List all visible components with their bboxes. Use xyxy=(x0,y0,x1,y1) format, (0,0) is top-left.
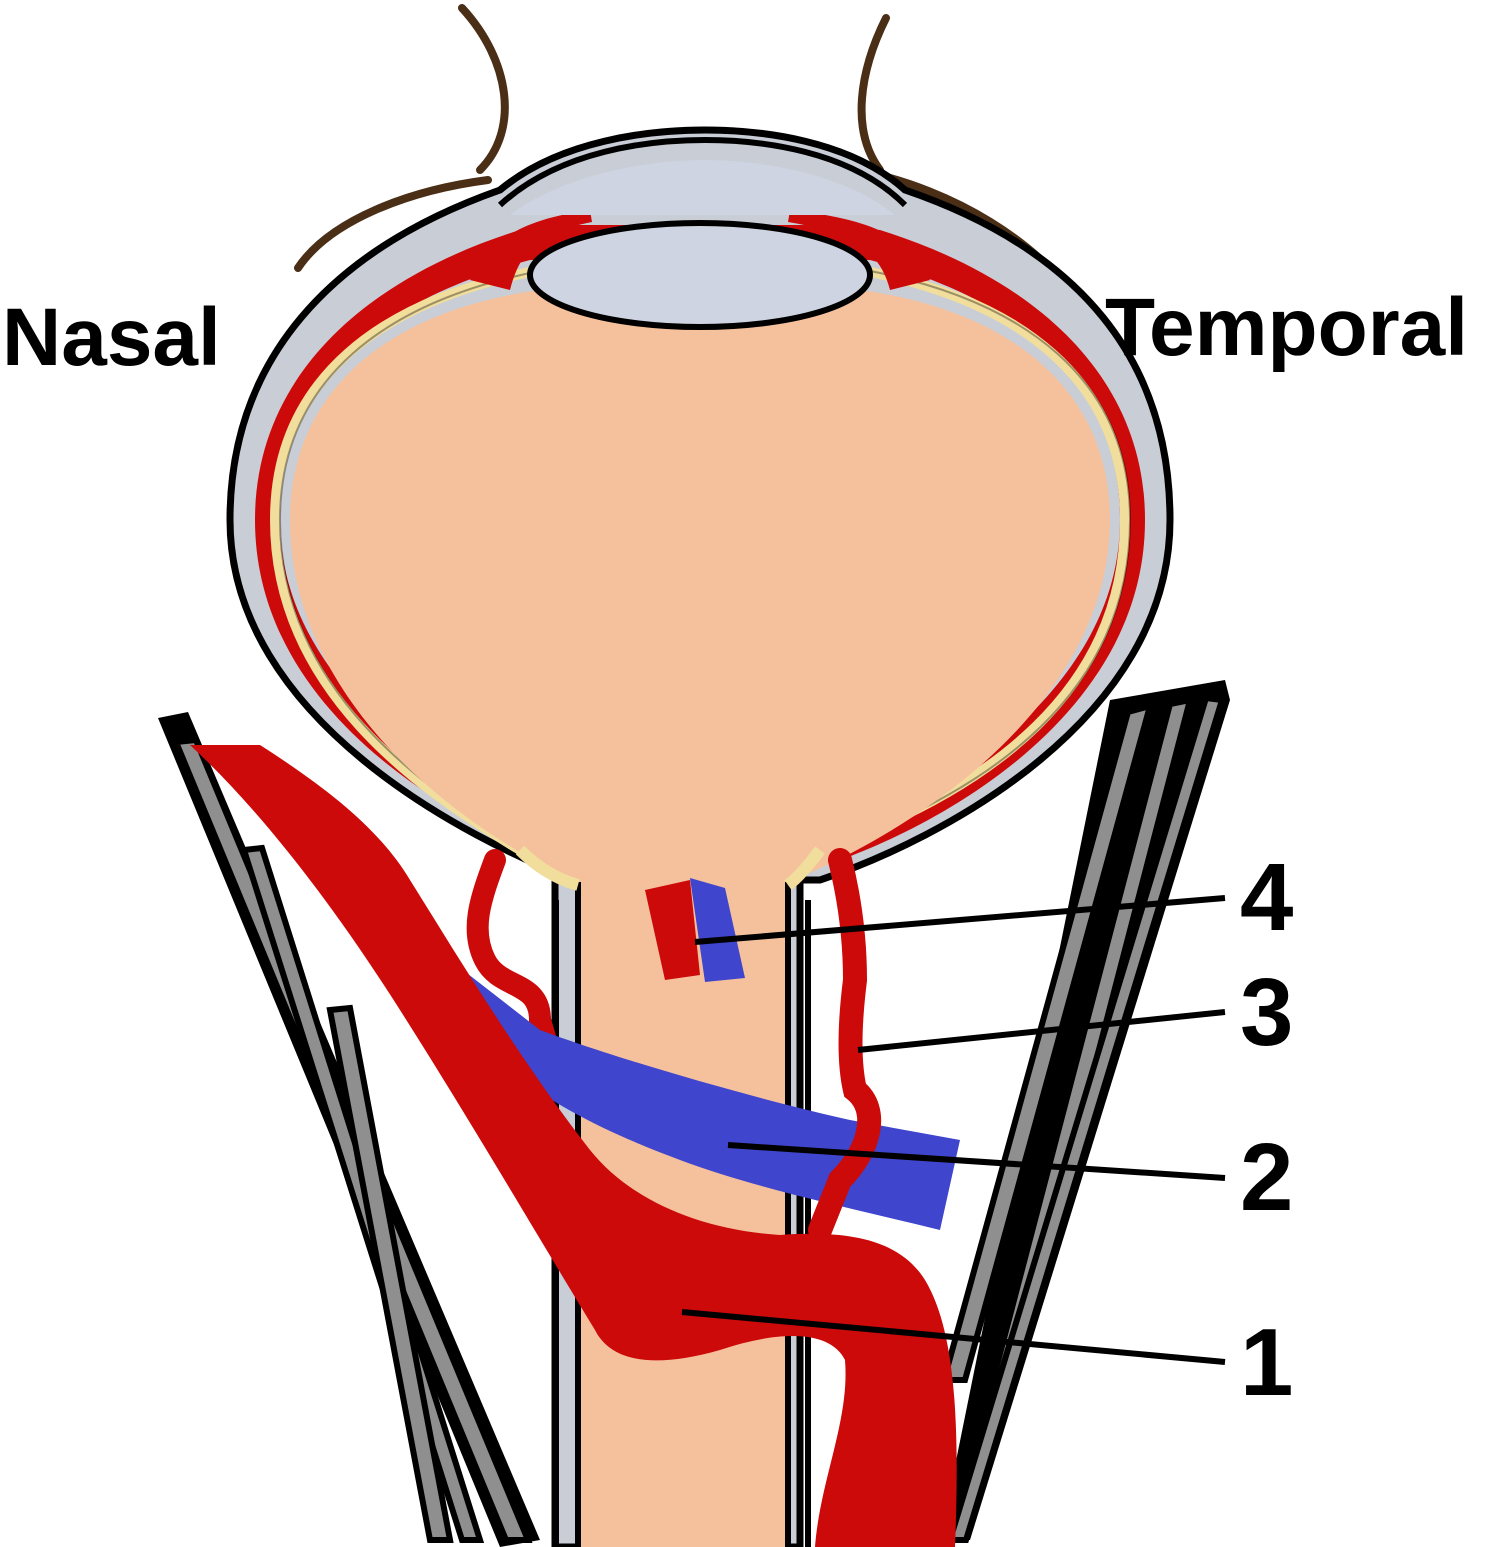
temporal-rectus-muscle xyxy=(940,680,1230,1540)
callout-number-2: 2 xyxy=(1240,1124,1293,1231)
callout-number-1: 1 xyxy=(1240,1309,1293,1416)
lens xyxy=(530,223,870,327)
label-temporal: Temporal xyxy=(1105,282,1468,373)
callout-number-4: 4 xyxy=(1240,844,1293,951)
callout-number-3: 3 xyxy=(1240,959,1293,1066)
label-nasal: Nasal xyxy=(2,292,221,383)
